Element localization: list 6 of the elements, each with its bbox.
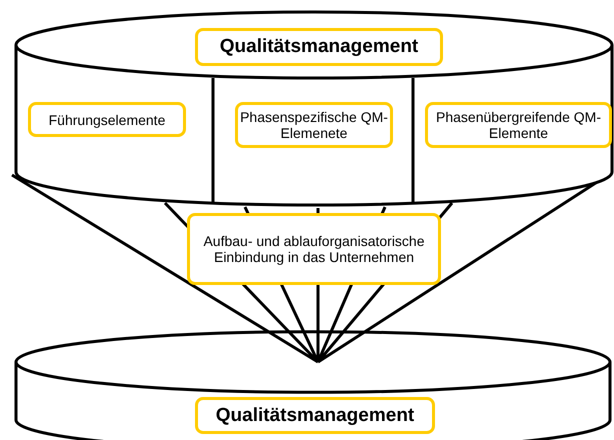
label-box: Qualitätsmanagement	[195, 28, 443, 66]
label-box: Führungselemente	[28, 102, 186, 137]
label-box: Aufbau- und ablauforganisatorische Einbindung in das Unternehmen	[187, 213, 441, 285]
label-box: Phasenspezifische QM-Elemenete	[235, 102, 393, 148]
label-box: Phasenübergreifende QM-Elemente	[425, 102, 612, 148]
label-box: Qualitätsmanagement	[195, 397, 435, 434]
